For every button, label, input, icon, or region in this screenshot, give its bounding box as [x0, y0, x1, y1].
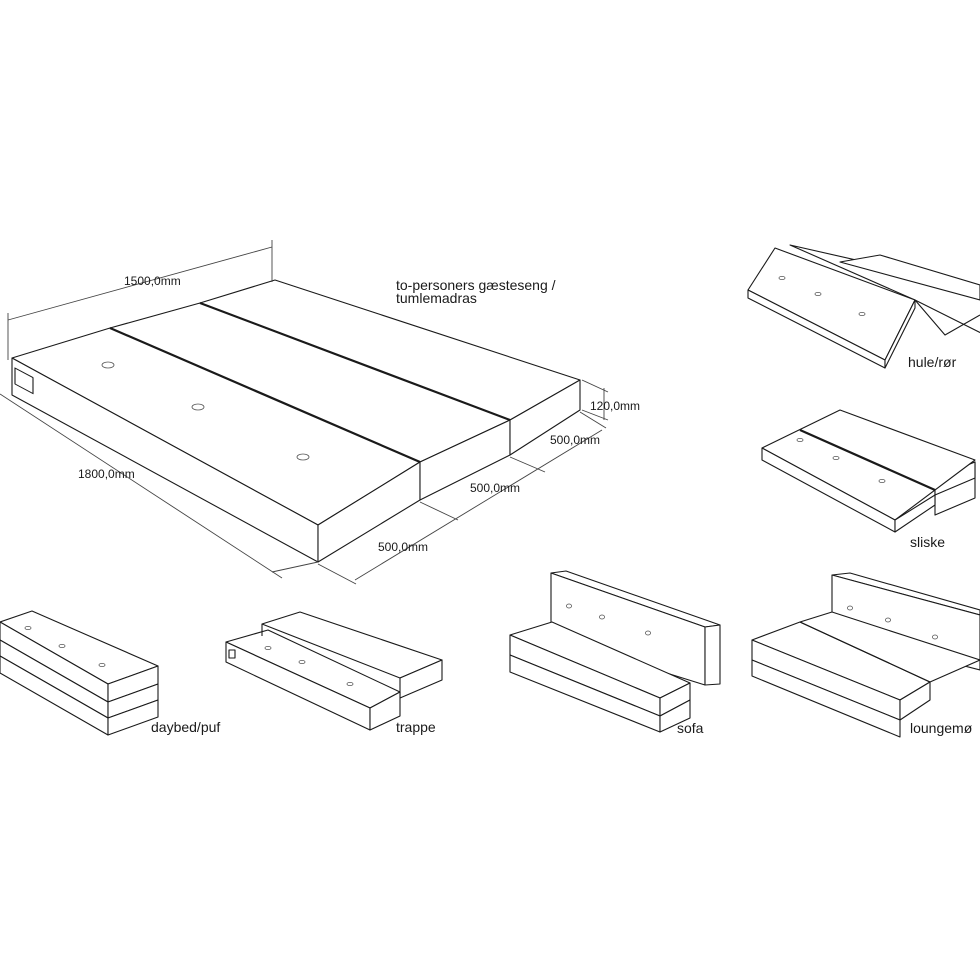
label-patch	[14, 367, 34, 395]
dimension-segment-b-label: 500,0mm	[470, 481, 520, 495]
config-lounge: loungemø	[751, 572, 980, 738]
config-sliske: sliske	[761, 409, 976, 550]
button-tuft	[101, 361, 115, 369]
button-tuft	[296, 453, 310, 461]
config-lounge-label: loungemø	[910, 720, 973, 736]
dimension-length-label: 1800,0mm	[78, 467, 135, 481]
main-title-line2: tumlemadras	[396, 290, 477, 306]
dimension-segment-a-label: 500,0mm	[550, 433, 600, 447]
config-sliske-label: sliske	[910, 534, 945, 550]
config-trappe: trappe	[225, 611, 443, 735]
config-hule-label: hule/rør	[908, 354, 957, 370]
config-daybed: daybed/puf	[0, 610, 220, 736]
dimension-height: 120,0mm	[581, 379, 640, 421]
dimension-segment-c-label: 500,0mm	[378, 540, 428, 554]
button-tuft	[191, 403, 205, 411]
main-mattress	[11, 279, 581, 563]
dimension-length: 1800,0mm	[0, 393, 319, 579]
dimension-segments: 500,0mm 500,0mm 500,0mm	[317, 411, 607, 585]
config-trappe-label: trappe	[396, 719, 436, 735]
config-sofa: sofa	[509, 570, 721, 736]
dimension-width-label: 1500,0mm	[124, 274, 181, 288]
config-hule: hule/rør	[747, 244, 980, 370]
dimension-height-label: 120,0mm	[590, 399, 640, 413]
config-daybed-label: daybed/puf	[151, 719, 220, 735]
config-sofa-label: sofa	[677, 720, 704, 736]
main-title-line1: to-personers gæsteseng /	[396, 277, 556, 293]
dimension-width: 1500,0mm	[7, 240, 273, 360]
